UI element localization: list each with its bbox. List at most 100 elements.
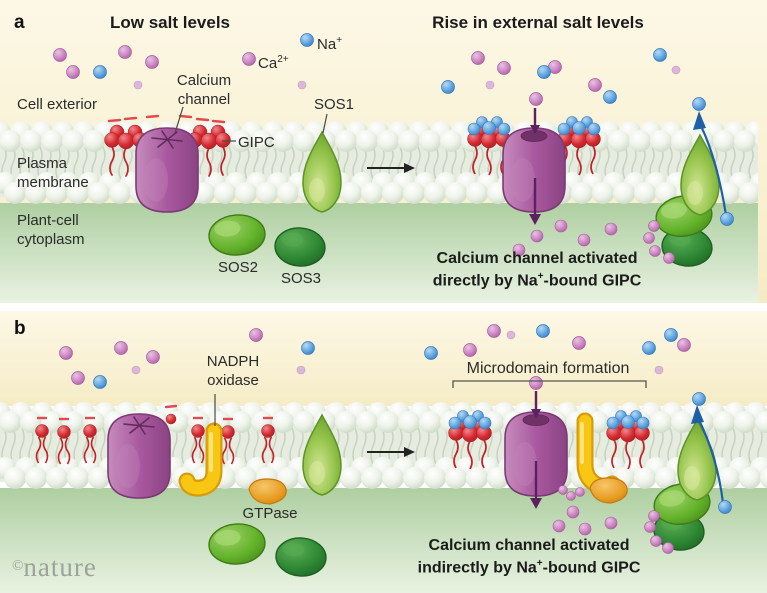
sodium-ion [692, 392, 706, 406]
membrane-lipid-head [424, 467, 446, 489]
caption-a: Calcium channel activated directly by Na… [432, 250, 642, 290]
calcium-ion [497, 61, 511, 75]
sodium-ion [93, 375, 107, 389]
membrane-lipid-head [230, 130, 252, 152]
sodium-ion [720, 212, 734, 226]
calcium-influx-arrows [529, 108, 542, 509]
membrane-lipid-head [487, 467, 509, 489]
membrane-lipid-head [755, 411, 767, 433]
title-rise-salt: Rise in external salt levels [432, 13, 644, 32]
title-low-salt: Low salt levels [110, 13, 230, 32]
calcium-ion [572, 336, 586, 350]
sodium-ion [642, 341, 656, 355]
membrane-lipid-head [67, 182, 89, 204]
lipid-tail [244, 146, 250, 180]
membrane-lipid-head [445, 467, 467, 489]
sos1-label: SOS1 [313, 96, 355, 113]
membrane-lipid-head [671, 411, 693, 433]
sos-complex-b [644, 392, 732, 554]
calcium-ion-entering [529, 376, 543, 390]
sos1-leader [322, 113, 328, 134]
lipid-tail [748, 427, 754, 465]
membrane-lipid-head [62, 130, 84, 152]
panel-divider [0, 303, 767, 311]
lipid-tail [244, 427, 250, 465]
calcium-ion-small [506, 330, 516, 340]
nadph-oxidase-label: NADPH oxidase [206, 353, 260, 389]
sodium-ion-legend-dot [300, 33, 314, 47]
membrane-lipid-head [739, 467, 761, 489]
membrane-lipid-head [440, 130, 462, 152]
lipid-tail [55, 146, 61, 180]
membrane-lipid-head [419, 130, 441, 152]
lipid-tail [388, 427, 394, 465]
channel-closed-mark [123, 416, 155, 435]
membrane-lipid-head [109, 182, 131, 204]
sos-complex-a [643, 97, 734, 270]
membrane-lipid-head [466, 467, 488, 489]
lipid-tail [433, 427, 439, 465]
sodium-ion [692, 97, 706, 111]
calcium-ion [677, 338, 691, 352]
membrane-lipid-head [398, 411, 420, 433]
lipid-tail [415, 146, 421, 180]
panel-b-letter: b [14, 318, 26, 339]
lipid-tail [73, 427, 79, 465]
membrane-lipid-head [466, 182, 488, 204]
membrane-lipid-head [293, 411, 315, 433]
membrane-lipid-head [46, 182, 68, 204]
lipid-tail [748, 146, 754, 180]
membrane-lipid-head [20, 130, 42, 152]
lipid-tail [370, 427, 376, 465]
lipid-tail [730, 146, 736, 180]
transition-arrow-a [367, 163, 415, 173]
membrane-lipid-head [718, 467, 740, 489]
membrane-lipid-head [356, 411, 378, 433]
calcium-ion [71, 371, 85, 385]
sodium-ion [537, 65, 551, 79]
lipid-tail [289, 146, 295, 180]
sodium-export-arrow [697, 417, 725, 504]
calcium-ion [471, 51, 485, 65]
membrane-lipid-head [361, 467, 383, 489]
sos3-label: SOS3 [280, 270, 322, 287]
lipid-tail [100, 146, 106, 180]
membrane-lipid-head [713, 411, 735, 433]
lipid-tail [604, 146, 610, 180]
membrane-lipid-head [214, 182, 236, 204]
membrane-lipid-head [0, 130, 21, 152]
membrane-lipid-head [377, 130, 399, 152]
membrane-lipid-head [277, 182, 299, 204]
membrane-lipid-head [25, 182, 47, 204]
calcium-ion [118, 45, 132, 59]
sodium-ion [653, 48, 667, 62]
calcium-ion-small [671, 65, 681, 75]
sodium-ion [664, 328, 678, 342]
sodium-ion [441, 80, 455, 94]
sodium-ion [301, 341, 315, 355]
lipid-tail [289, 427, 295, 465]
lipid-tail [100, 427, 106, 465]
calcium-ion [145, 55, 159, 69]
membrane-lipid-head [256, 182, 278, 204]
calcium-ion [53, 48, 67, 62]
lipid-tail [622, 146, 628, 180]
microdomain-bracket [452, 380, 647, 388]
lipid-tail [181, 427, 187, 465]
sodium-ion [603, 90, 617, 104]
channel-closed-mark [151, 130, 183, 149]
lipid-tail [352, 146, 358, 180]
copyright-icon: © [12, 558, 24, 574]
cell-exterior-label: Cell exterior [17, 96, 98, 113]
membrane-lipid-head [356, 130, 378, 152]
membrane-lipid-head [382, 182, 404, 204]
membrane-lipid-head [571, 182, 593, 204]
lipid-tail [667, 427, 673, 465]
panel-a-letter: a [14, 12, 25, 33]
released-calcium-a [512, 219, 618, 257]
membrane-lipid-head [713, 130, 735, 152]
panel-b-cytoplasm [0, 488, 767, 593]
membrane-lipid-head [335, 411, 357, 433]
lipid-tail [415, 427, 421, 465]
